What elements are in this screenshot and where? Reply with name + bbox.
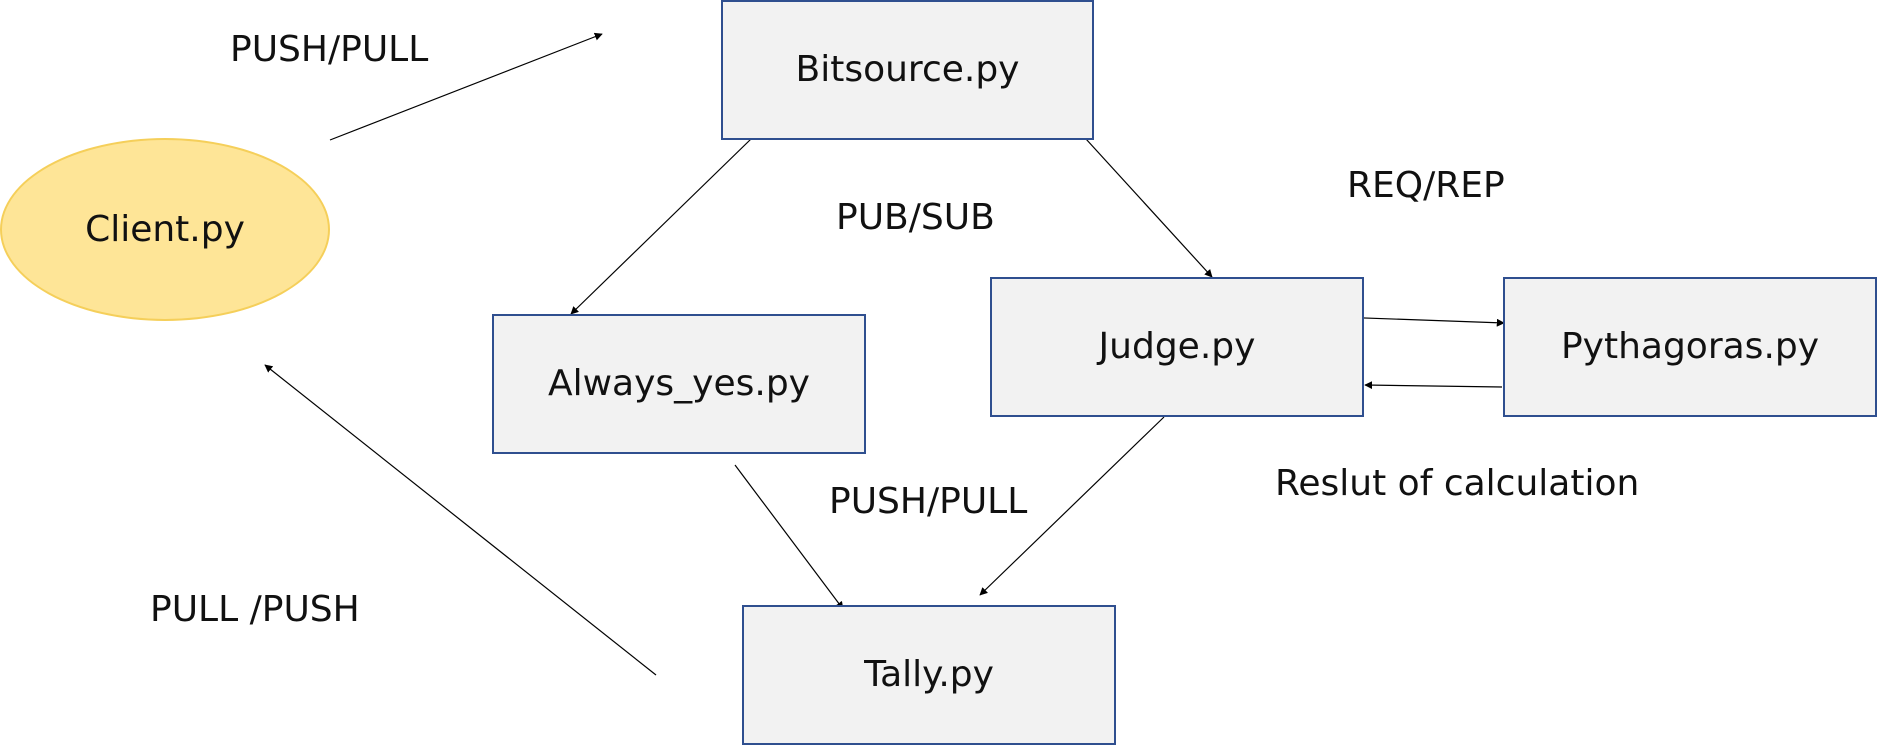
- node-tally-label: Tally.py: [864, 654, 994, 695]
- label-pull-push: PULL /PUSH: [150, 589, 360, 630]
- edge-always-yes-to-tally: [734, 464, 844, 610]
- node-bitsource: Bitsource.py: [721, 0, 1094, 140]
- node-always-yes: Always_yes.py: [492, 314, 866, 454]
- edge-client-to-bitsource: [329, 32, 603, 141]
- edge-tally-to-client: [264, 364, 657, 676]
- node-client: Client.py: [0, 138, 330, 321]
- node-judge-label: Judge.py: [1098, 326, 1256, 367]
- node-client-label: Client.py: [85, 208, 245, 250]
- edge-pythagoras-to-judge: [1364, 381, 1503, 390]
- node-tally: Tally.py: [742, 605, 1116, 745]
- node-judge: Judge.py: [990, 277, 1364, 417]
- node-always-yes-label: Always_yes.py: [547, 363, 810, 404]
- edge-bitsource-to-judge: [1085, 138, 1213, 278]
- label-pub-sub: PUB/SUB: [836, 197, 995, 238]
- edge-judge-to-tally: [979, 416, 1165, 596]
- label-push-pull-top: PUSH/PULL: [230, 29, 429, 70]
- node-pythagoras: Pythagoras.py: [1503, 277, 1877, 417]
- label-req-rep: REQ/REP: [1347, 165, 1505, 206]
- node-pythagoras-label: Pythagoras.py: [1560, 326, 1820, 367]
- label-push-pull-mid: PUSH/PULL: [829, 481, 1028, 522]
- node-bitsource-label: Bitsource.py: [795, 49, 1020, 90]
- label-result-of-calculation: Reslut of calculation: [1275, 463, 1640, 504]
- edge-bitsource-to-always-yes: [570, 138, 752, 315]
